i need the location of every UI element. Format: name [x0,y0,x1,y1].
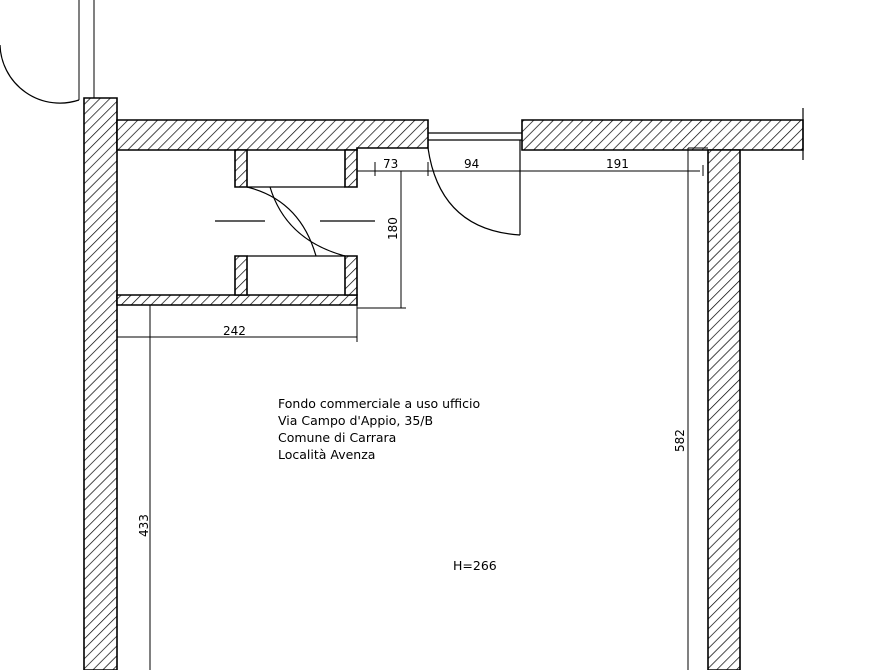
dim-582-label: 582 [673,429,687,452]
ceiling-height-label: H=266 [453,558,497,573]
note-line-3: Comune di Carrara [278,430,396,445]
note-line-4: Località Avenza [278,447,375,462]
entrance-door [427,132,522,236]
dim-433-label: 433 [137,514,151,537]
upper-left-room-fragment [0,0,95,104]
dimension-lines [117,147,708,670]
dim-180-label: 180 [386,217,400,240]
inner-door [215,186,375,257]
right-wall [707,149,741,670]
note-line-1: Fondo commerciale a uso ufficio [278,396,480,411]
top-wall-right [521,119,804,151]
dim-94-label: 94 [464,157,479,171]
dim-191-label: 191 [606,157,629,171]
bathroom-partition [116,149,358,306]
top-wall-left [116,119,429,151]
dim-73-label: 73 [383,157,398,171]
dim-242-label: 242 [223,324,246,338]
left-wall [83,97,118,670]
note-line-2: Via Campo d'Appio, 35/B [278,413,433,428]
door-swing-arc [0,44,80,104]
